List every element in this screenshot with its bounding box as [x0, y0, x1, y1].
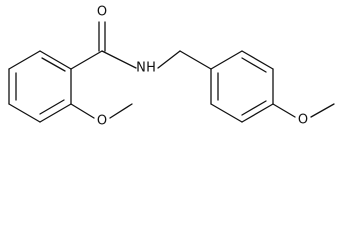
structure-canvas: O N H O O	[8, 5, 335, 129]
chemical-structure-figure: O N H O O	[8, 5, 335, 129]
amide-nitrogen-label: N	[136, 61, 146, 76]
ring-bond	[210, 50, 243, 70]
ortho-methoxy-group	[70, 103, 133, 119]
carbonyl-oxygen-label: O	[97, 5, 107, 20]
ring-double-bond	[241, 57, 267, 73]
ring-bond	[241, 103, 274, 123]
ring-double-bond	[41, 57, 66, 72]
oxygen-to-methyl-bond	[310, 103, 335, 118]
left-benzene-ring	[8, 50, 72, 123]
para-methoxy-group	[272, 103, 335, 118]
para-methoxy-oxygen-label: O	[298, 113, 308, 128]
ring-to-carbonyl-bond	[70, 50, 103, 70]
amide-hydrogen-label: H	[146, 61, 156, 76]
ch2-to-ring-bond	[179, 50, 212, 70]
ring-bond	[39, 103, 72, 123]
ortho-methoxy-oxygen-label: O	[97, 114, 107, 129]
ring-bond	[39, 50, 72, 70]
ring-double-bond	[241, 100, 267, 116]
ring-double-bond	[39, 99, 65, 115]
nitrogen-to-ch2-bond	[157, 50, 181, 69]
atom-labels: O N H O O	[97, 5, 308, 129]
ring-bond	[210, 103, 243, 123]
right-benzene-ring	[210, 50, 274, 123]
oxygen-to-methyl-bond	[109, 103, 133, 119]
ring-bond	[8, 50, 41, 70]
carbonyl-to-nitrogen-bond	[101, 50, 137, 69]
ring-bond	[241, 50, 274, 70]
ring-to-oxygen-bond	[272, 103, 296, 118]
ring-bond	[8, 103, 41, 123]
amide-group	[70, 21, 181, 70]
ring-to-oxygen-bond	[70, 103, 95, 119]
